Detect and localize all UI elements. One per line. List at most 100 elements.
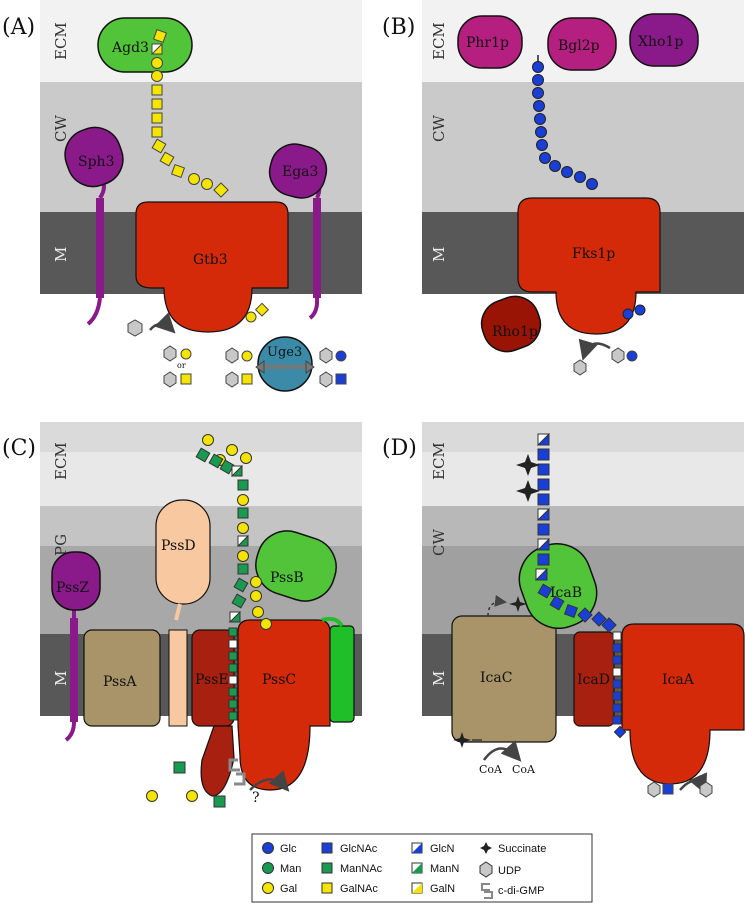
free-sugars bbox=[146, 761, 226, 808]
xho1p-label: Xho1p bbox=[638, 34, 683, 50]
pssc-label: PssC bbox=[262, 672, 296, 688]
gtb3-protein bbox=[135, 201, 289, 333]
icaa-label: IcaA bbox=[662, 672, 695, 688]
legend-man: Man bbox=[280, 863, 301, 875]
legend-udp: UDP bbox=[498, 865, 521, 877]
agd3-protein bbox=[97, 17, 193, 73]
udp-sugar-uptake bbox=[127, 312, 192, 388]
layer-m-label: M bbox=[430, 671, 448, 686]
legend-galn: GalN bbox=[430, 883, 455, 895]
c-di-gmp-icon bbox=[228, 758, 246, 786]
rho1p-protein bbox=[480, 295, 542, 353]
pssa-label: PssA bbox=[103, 674, 137, 690]
icad-label: IcaD bbox=[577, 672, 610, 688]
legend-mannac: ManNAc bbox=[340, 863, 383, 875]
legend-glcnac: GlcNAc bbox=[340, 843, 378, 855]
legend-gal: Gal bbox=[280, 883, 297, 895]
layer-ecm-label: ECM bbox=[52, 442, 70, 480]
reaction-arrow bbox=[249, 770, 290, 792]
rho1p-label: Rho1p bbox=[492, 324, 538, 340]
pssd-protein bbox=[155, 499, 211, 605]
layer-pg-label: PG bbox=[52, 534, 70, 556]
pssa-protein bbox=[83, 629, 161, 727]
legend: Glc Man Gal GlcNAc ManNAc GalNAc GlcN Ma… bbox=[251, 833, 593, 903]
coa-right-label: CoA bbox=[512, 763, 536, 776]
ega3-label: Ega3 bbox=[282, 164, 318, 180]
layer-cw-label: CW bbox=[52, 115, 70, 142]
layer-cw-label: CW bbox=[430, 529, 448, 556]
layer-m-label: M bbox=[52, 671, 70, 686]
legend-glc: Glc bbox=[280, 843, 297, 855]
panel-b-label: (B) bbox=[382, 15, 415, 40]
green-channel bbox=[329, 625, 355, 723]
gal-icon bbox=[262, 882, 274, 894]
panel-a-label: (A) bbox=[2, 15, 35, 40]
icac-label: IcaC bbox=[480, 670, 512, 686]
layer-m-label: M bbox=[52, 247, 70, 262]
succinate-icons bbox=[453, 454, 540, 748]
pss-polysaccharide-chain bbox=[195, 434, 272, 721]
pssz-label: PssZ bbox=[56, 580, 89, 596]
pssb-label: PssB bbox=[270, 570, 304, 586]
sph3-label: Sph3 bbox=[78, 154, 114, 170]
fks1p-protein bbox=[517, 197, 661, 335]
mannac-icon bbox=[321, 862, 333, 874]
ega3-protein bbox=[268, 143, 328, 199]
glc-icon bbox=[262, 842, 274, 854]
fks1p-label: Fks1p bbox=[572, 246, 615, 262]
c-di-gmp-legend-icon bbox=[481, 883, 493, 899]
pnag-chain bbox=[534, 432, 627, 739]
legend-glcn: GlcN bbox=[430, 843, 455, 855]
legend-mann: ManN bbox=[430, 863, 459, 875]
pssb-protein bbox=[255, 530, 337, 602]
layer-m-label: M bbox=[430, 247, 448, 262]
panel-b: (B) ECM CW M Phr1p Bgl2p Xho1p Fks1p Rho… bbox=[382, 0, 744, 376]
man-icon bbox=[262, 862, 274, 874]
pssz-protein bbox=[51, 551, 101, 611]
panel-c: (C) ECM PG M PssZ PssA PssD PssE PssC bbox=[2, 422, 362, 808]
question-mark: ? bbox=[252, 790, 260, 806]
galn-icon bbox=[411, 882, 423, 894]
icab-label: IcaB bbox=[550, 585, 582, 601]
layer-ecm-label: ECM bbox=[430, 442, 448, 480]
glcn-icon bbox=[411, 842, 423, 854]
icad-protein bbox=[573, 631, 615, 727]
udp-glcnac-uptake bbox=[647, 772, 713, 798]
agd3-label: Agd3 bbox=[111, 40, 149, 56]
gtb3-label: Gtb3 bbox=[193, 252, 228, 268]
panel-a: (A) ECM CW M Sph3 Ega3 Gtb3 Agd3 bbox=[2, 0, 362, 392]
psse-label: PssE bbox=[195, 672, 229, 688]
mann-icon bbox=[411, 862, 423, 874]
layer-cw-label: CW bbox=[430, 115, 448, 142]
uge3-epimerase bbox=[225, 336, 347, 392]
legend-galnac: GalNAc bbox=[340, 883, 378, 895]
phr1p-protein bbox=[457, 15, 523, 69]
panel-c-label: (C) bbox=[2, 436, 36, 461]
legend-c-di-gmp: c-di-GMP bbox=[498, 885, 544, 897]
or-label: or bbox=[177, 361, 186, 370]
succinate-icon bbox=[480, 842, 492, 854]
phr1p-label: Phr1p bbox=[466, 35, 509, 51]
udp-glucose-uptake bbox=[573, 338, 638, 376]
pssd-label: PssD bbox=[161, 538, 196, 554]
gtb3-inner-chain bbox=[245, 302, 270, 323]
glucan-chain bbox=[532, 55, 646, 320]
pssc-protein bbox=[237, 619, 331, 791]
uge3-label: Uge3 bbox=[267, 345, 302, 360]
galactosaminogalactan-chain bbox=[150, 28, 229, 198]
layer-ecm-label: ECM bbox=[430, 22, 448, 60]
bgl2p-label: Bgl2p bbox=[558, 38, 600, 54]
bgl2p-protein bbox=[547, 17, 617, 71]
coa-left-label: CoA bbox=[479, 763, 503, 776]
sph3-protein bbox=[64, 126, 124, 188]
panel-d: (D) ECM CW M IcaC CoA CoA IcaD IcaA IcaB bbox=[382, 422, 745, 798]
udp-icon bbox=[479, 861, 493, 878]
layer-ecm-label: ECM bbox=[52, 22, 70, 60]
glcnac-icon bbox=[321, 842, 333, 854]
legend-succinate: Succinate bbox=[498, 843, 546, 855]
icaa-protein bbox=[621, 623, 745, 785]
panel-d-label: (D) bbox=[382, 436, 417, 461]
xho1p-protein bbox=[629, 13, 699, 67]
